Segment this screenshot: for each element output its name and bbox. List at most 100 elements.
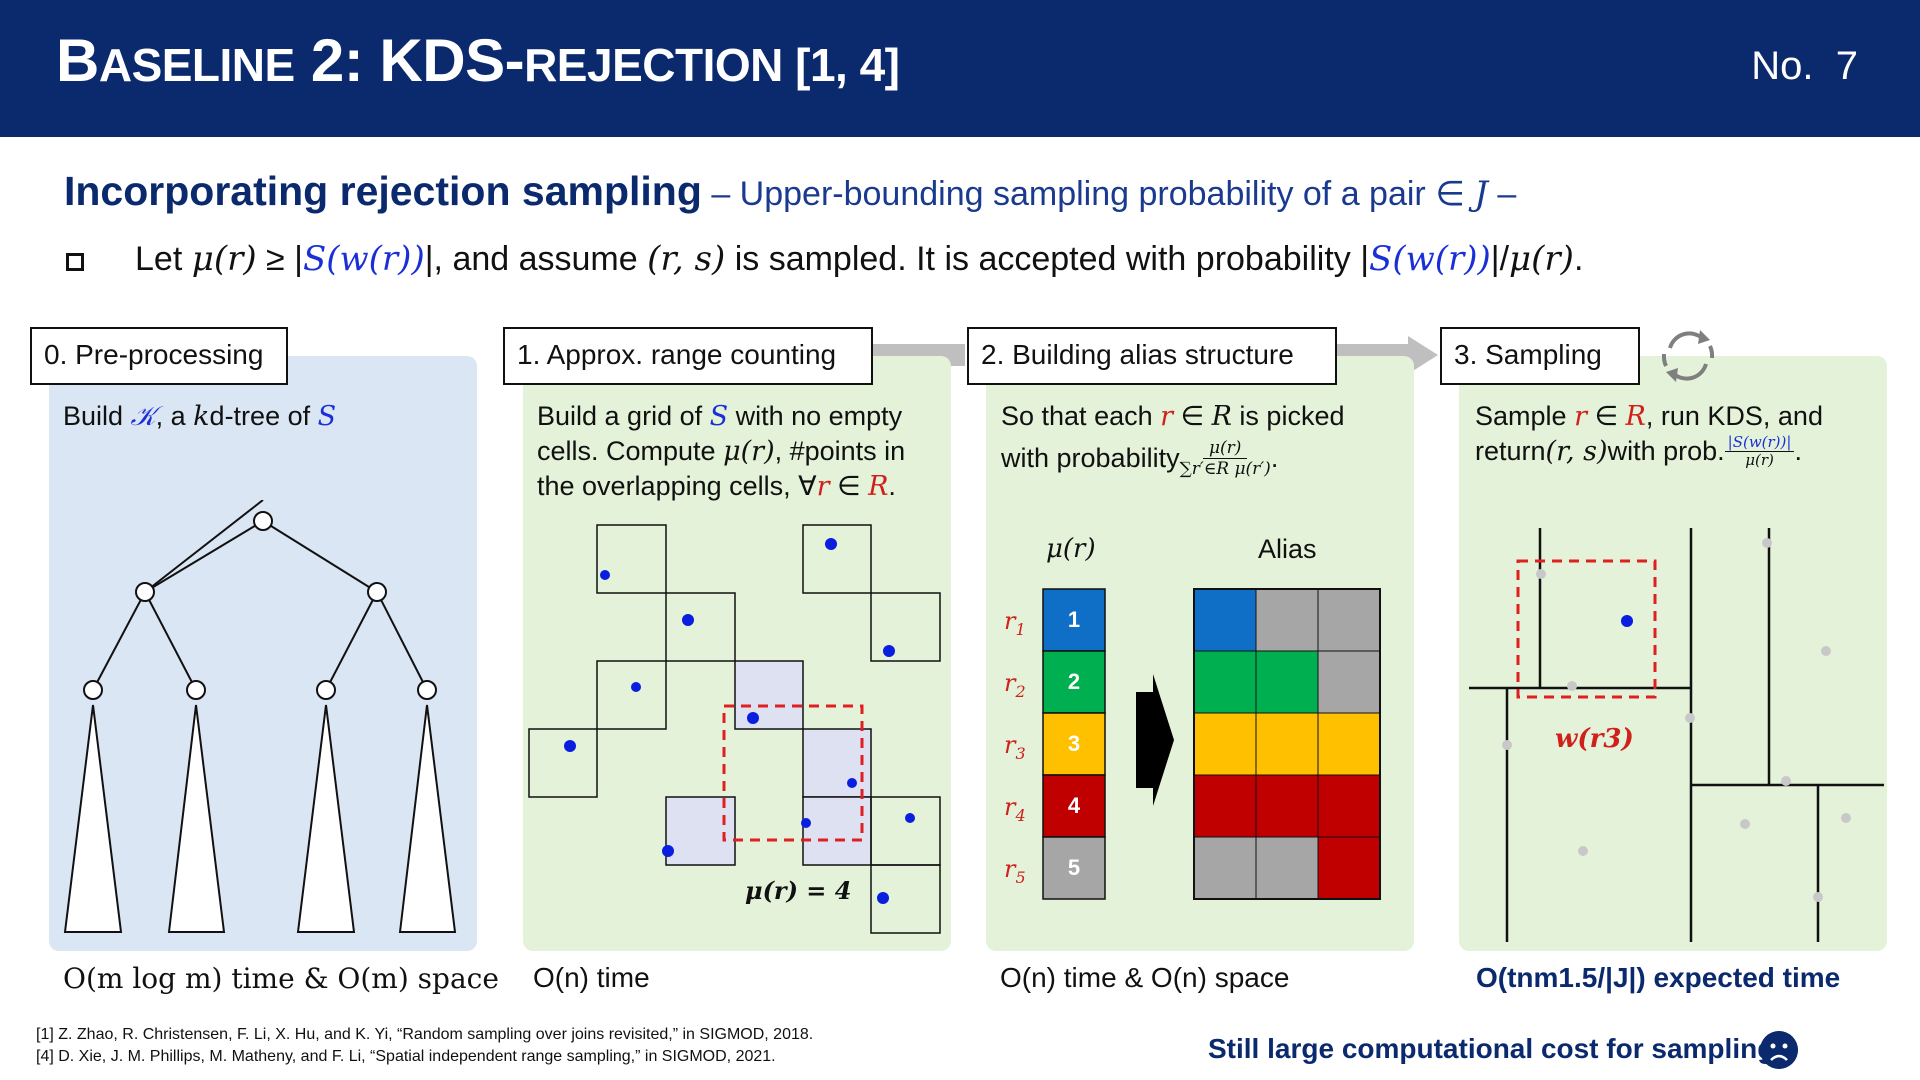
text-run: ∈ [1586,401,1626,431]
kd-tree-diagram [63,500,457,933]
alias-cell [1255,836,1319,900]
text-run: with prob. [1607,436,1725,466]
alias-cell [1255,712,1319,776]
tree-edge [376,591,428,691]
gray-point [1502,740,1512,750]
alias-cell [1193,836,1257,900]
alias-cell [1317,588,1381,652]
tree-edge [144,591,197,691]
cost-sampling: O(tnm1.5/|J|) expected time [1476,962,1840,994]
grid-cell [870,592,941,662]
text-run: return [1475,436,1546,466]
text-run: with probability [1001,443,1180,473]
mu-cell-value: 4 [1068,793,1081,818]
panel0-text: Build 𝒦, a kd-tree of S [63,399,336,434]
gray-point [1685,713,1695,723]
accept-fraction: |S(w(r))| μ(r) [1724,434,1795,469]
mu-cell-value: 5 [1068,855,1080,880]
tree-node [316,680,336,700]
slide-number-label: No. [1751,44,1814,88]
math-pair: (r, s) [1545,436,1608,467]
grid-cell [528,728,598,798]
slide-number-value: 7 [1835,44,1858,88]
subtree-triangle [398,704,457,933]
grid-cell [802,524,872,594]
fraction-numerator: |S(w(r))| [1724,434,1795,452]
alias-cell [1255,588,1319,652]
cost-alias: O(n) time & O(n) space [1000,962,1289,994]
grid-cell [596,660,667,730]
alias-grid-border [1193,588,1381,900]
text-run: , a [155,401,194,431]
gray-point [1567,681,1577,691]
tree-node [83,680,103,700]
data-point [747,712,759,724]
grid-cell [665,592,736,662]
overlap-cell [665,796,736,866]
data-point [905,813,915,823]
text-run: cells. Compute [537,436,724,466]
data-point [662,845,674,857]
tree-node [253,511,273,531]
gray-point [1841,813,1851,823]
alias-cell [1317,712,1381,776]
alias-cell [1317,836,1381,900]
bullet-square-icon [66,253,84,271]
tree-node [135,582,155,602]
text-run: Let [135,240,192,278]
cost-text: O(m log m) time & O(m) space [63,962,499,995]
window-label: w(r3) [1555,724,1634,754]
math-R: R [1625,401,1646,432]
panel3-text: Sample r ∈ R, run KDS, and return (r, s)… [1475,401,1823,469]
row-label: r5 [1004,855,1026,887]
text-run: Build a grid of [537,401,710,431]
gray-point [1740,819,1750,829]
slide-title: BASELINE 2: KDS-REJECTION [1, 4] [56,26,900,95]
gray-point [1762,538,1772,548]
reference-item: [4] D. Xie, J. M. Phillips, M. Matheny, … [36,1048,776,1065]
math-R: R [1211,401,1232,432]
data-point [801,818,811,828]
math-mu-r: μ(r) [191,239,257,279]
title-segment: [1, 4] [782,39,900,91]
alias-cell [1255,774,1319,838]
step-label-text: 0. Pre-processing [44,339,264,370]
subtree-triangle [296,704,356,933]
step-label-2: 2. Building alias structure [967,327,1337,385]
cost-range-counting: O(n) time [533,962,650,994]
alias-cell [1193,774,1257,838]
sampled-point [1621,615,1633,627]
heading-main: Incorporating rejection sampling [64,168,702,214]
gray-point [1578,846,1588,856]
step-label-text: 3. Sampling [1454,339,1602,370]
text-run: Build [63,401,131,431]
overlap-cell [802,796,872,866]
references: [1] Z. Zhao, R. Christensen, F. Li, X. H… [36,1024,813,1068]
query-window [722,704,864,842]
tree-edge [144,500,264,593]
text-run: d-tree of [209,401,318,431]
data-point [877,892,889,904]
title-segment: B [56,27,99,94]
grid-cell [870,796,941,866]
data-point [682,614,694,626]
refresh-cycle-icon [1661,330,1715,382]
panel-sampling [1459,356,1887,951]
panel-range-counting [523,356,951,951]
text-run: ∈ [1173,401,1212,431]
text-run: the overlapping cells, ∀ [537,471,817,501]
text-run: is sampled. It is accepted with probabil… [725,240,1370,278]
alias-column-header: Alias [1258,534,1317,564]
bullet-text: Let μ(r) ≥ |S(w(r))|, and assume (r, s) … [135,239,1583,279]
cost-text: O(n) time & O(n) space [1000,962,1290,993]
panel2-text: So that each r ∈ R is picked with probab… [1001,401,1345,479]
mu-annotation: μ(r) = 4 [745,876,852,905]
section-heading: Incorporating rejection sampling – Upper… [64,168,1516,215]
math-r: r [1160,401,1174,432]
gray-point [1821,646,1831,656]
alias-cell [1317,774,1381,838]
mu-cell [1042,650,1106,714]
overlap-cell [802,728,872,798]
text-run: , #points in [774,436,906,466]
